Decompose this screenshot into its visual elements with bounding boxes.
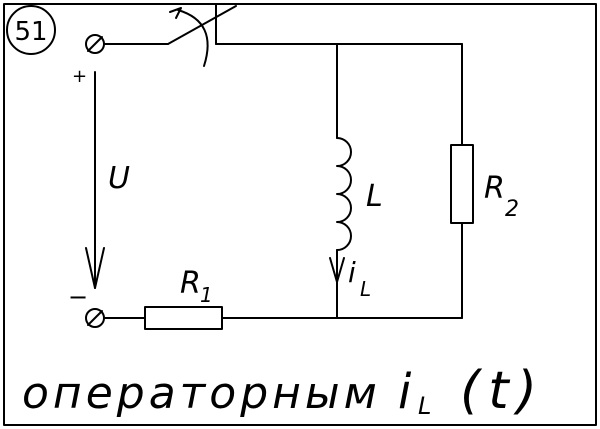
frame [3,3,597,426]
switch [103,5,237,67]
svg-text:L: L [418,392,431,420]
inductor-label: L [366,179,383,214]
svg-text:R: R [180,266,201,301]
r2-label: R 2 [484,171,519,222]
svg-text:1: 1 [200,283,213,307]
resistor-r2 [450,144,474,224]
svg-text:2: 2 [505,197,519,222]
bottom-terminal [85,308,105,328]
minus-sign: − [68,283,88,311]
svg-text:(t): (t) [460,361,545,421]
svg-text:L: L [360,277,371,301]
top-terminal [85,34,105,54]
svg-text:i: i [398,364,412,420]
current-arrow-head [329,257,345,283]
inductor [336,137,352,251]
current-label: i L [348,256,371,301]
plus-sign: + [72,66,87,87]
resistor-r1 [144,306,223,330]
r1-label: R 1 [180,266,213,307]
svg-text:R: R [484,171,505,206]
svg-text:i: i [348,256,356,289]
caption-text: операторным [22,368,381,419]
caption-formula: i L (t) [398,361,545,421]
problem-badge: 51 [6,5,56,55]
problem-number: 51 [14,17,47,47]
voltage-label: U [108,161,130,196]
voltage-arrow [85,71,105,289]
